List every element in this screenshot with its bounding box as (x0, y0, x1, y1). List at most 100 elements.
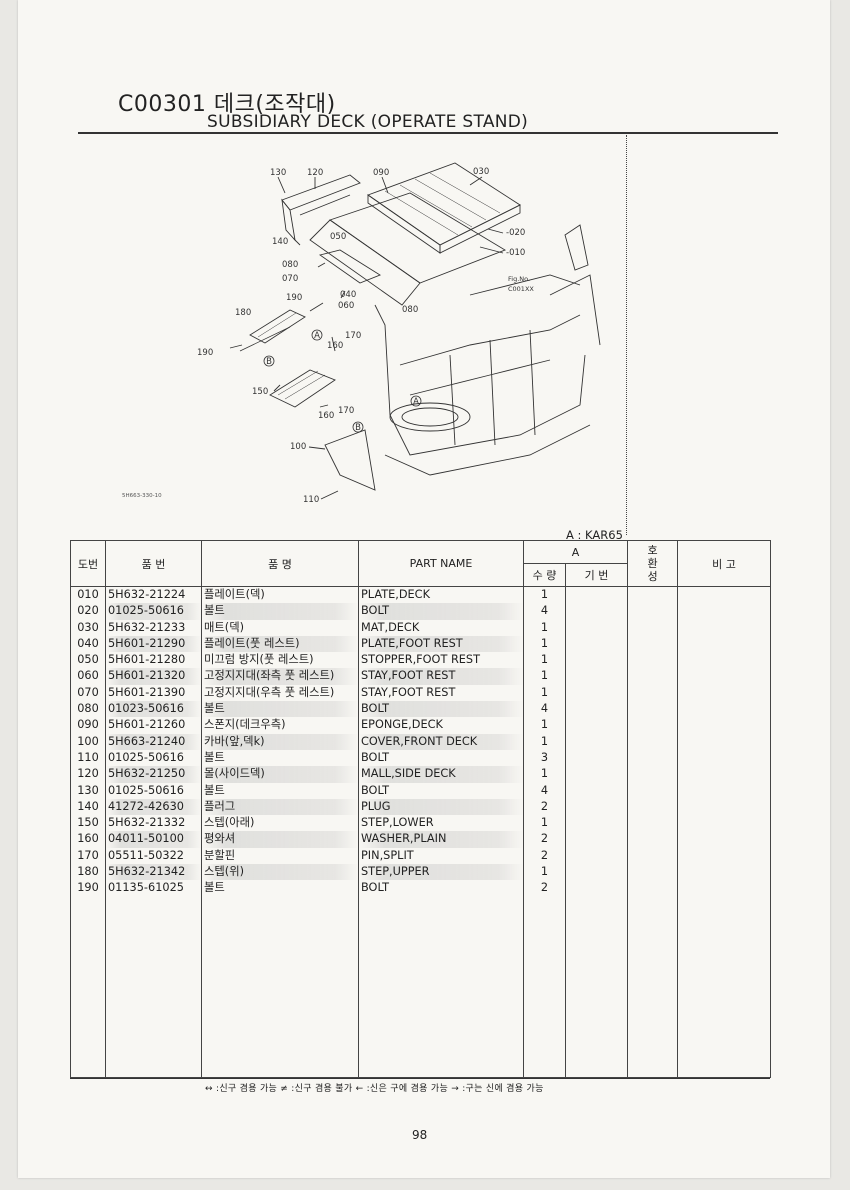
svg-text:100: 100 (290, 442, 306, 452)
parts-exploded-diagram: 130 120 090 030 -020 -010 140 050 080 07… (197, 162, 601, 505)
cell-part-name-kr: 몰(사이드덱) (201, 766, 359, 783)
cell-part-no: 5H601-21290 (105, 635, 202, 653)
svg-text:130: 130 (270, 168, 286, 178)
cell-remarks (677, 749, 771, 767)
svg-text:-010: -010 (506, 248, 525, 258)
svg-text:120: 120 (307, 168, 323, 178)
cell-qty: 1 (523, 717, 566, 734)
cell-remarks (677, 619, 771, 636)
cell-compat (627, 603, 678, 620)
cell-part-name: WASHER,PLAIN (358, 831, 524, 848)
svg-text:080: 080 (402, 305, 418, 315)
cell-no: 010 (70, 586, 106, 604)
blank-cell (358, 896, 524, 1078)
svg-text:090: 090 (373, 168, 389, 178)
cell-no: 030 (70, 619, 106, 636)
cell-part-no: 5H632-21233 (105, 619, 202, 636)
model-legend: A : KAR65 (566, 528, 623, 542)
cell-serial (565, 782, 628, 799)
svg-text:110: 110 (303, 495, 319, 505)
cell-part-no: 5H632-21224 (105, 586, 202, 604)
cell-remarks (677, 586, 771, 604)
cell-remarks (677, 603, 771, 620)
cell-compat (627, 668, 678, 685)
cell-part-name-kr: 볼트 (201, 749, 359, 767)
cell-part-no: 41272-42630 (105, 798, 202, 816)
col-part-name: PART NAME (358, 540, 524, 587)
cell-no: 150 (70, 815, 106, 832)
cell-compat (627, 733, 678, 750)
cell-part-no: 01025-50616 (105, 749, 202, 767)
svg-text:160: 160 (327, 341, 343, 351)
cell-part-name: STAY,FOOT REST (358, 684, 524, 702)
svg-text:160: 160 (318, 411, 334, 421)
cell-part-no: 01023-50616 (105, 701, 202, 718)
cell-remarks (677, 798, 771, 816)
cell-compat (627, 766, 678, 783)
cell-qty: 1 (523, 766, 566, 783)
cell-part-name: PIN,SPLIT (358, 847, 524, 865)
svg-text:190: 190 (286, 293, 302, 303)
cell-no: 160 (70, 831, 106, 848)
svg-text:150: 150 (252, 387, 268, 397)
blank-cell (70, 896, 106, 1078)
cell-part-no: 5H632-21332 (105, 815, 202, 832)
cell-qty: 1 (523, 815, 566, 832)
cell-serial (565, 766, 628, 783)
col-group-a: A (523, 540, 628, 564)
cell-part-name-kr: 플러그 (201, 798, 359, 816)
cell-remarks (677, 717, 771, 734)
cell-serial (565, 701, 628, 718)
cell-serial (565, 864, 628, 881)
cell-serial (565, 635, 628, 653)
cell-compat (627, 652, 678, 669)
blank-cell (677, 896, 771, 1078)
cell-no: 020 (70, 603, 106, 620)
cell-no: 100 (70, 733, 106, 750)
cell-part-no: 01025-50616 (105, 603, 202, 620)
cell-part-name: MAT,DECK (358, 619, 524, 636)
cell-serial (565, 831, 628, 848)
cell-qty: 1 (523, 619, 566, 636)
cell-part-name-kr: 카바(앞,덱k) (201, 733, 359, 750)
cell-qty: 1 (523, 668, 566, 685)
cell-part-name-kr: 스폰지(데크우측) (201, 717, 359, 734)
cell-part-name-kr: 플레이트(덱) (201, 586, 359, 604)
col-part-name-kr: 품 명 (201, 540, 359, 587)
svg-text:-020: -020 (506, 228, 525, 238)
col-qty: 수 량 (523, 563, 566, 587)
cell-part-no: 05511-50322 (105, 847, 202, 865)
cell-compat (627, 847, 678, 865)
cell-part-name-kr: 스텝(위) (201, 864, 359, 881)
cell-compat (627, 782, 678, 799)
cell-serial (565, 619, 628, 636)
cell-part-name: BOLT (358, 880, 524, 897)
cell-qty: 2 (523, 798, 566, 816)
cell-serial (565, 815, 628, 832)
cell-compat (627, 635, 678, 653)
cell-qty: 2 (523, 831, 566, 848)
cell-part-name: BOLT (358, 749, 524, 767)
cell-remarks (677, 652, 771, 669)
blank-cell (105, 896, 202, 1078)
cell-remarks (677, 766, 771, 783)
cell-qty: 1 (523, 652, 566, 669)
cell-part-name-kr: 볼트 (201, 603, 359, 620)
cell-serial (565, 586, 628, 604)
cell-part-name-kr: 볼트 (201, 782, 359, 799)
cell-compat (627, 586, 678, 604)
cell-part-name: STEP,LOWER (358, 815, 524, 832)
cell-remarks (677, 733, 771, 750)
svg-text:140: 140 (272, 237, 288, 247)
svg-text:060: 060 (338, 301, 354, 311)
cell-qty: 4 (523, 603, 566, 620)
cell-part-name-kr: 고정지지대(우측 풋 레스트) (201, 684, 359, 702)
svg-text:050: 050 (330, 232, 346, 242)
